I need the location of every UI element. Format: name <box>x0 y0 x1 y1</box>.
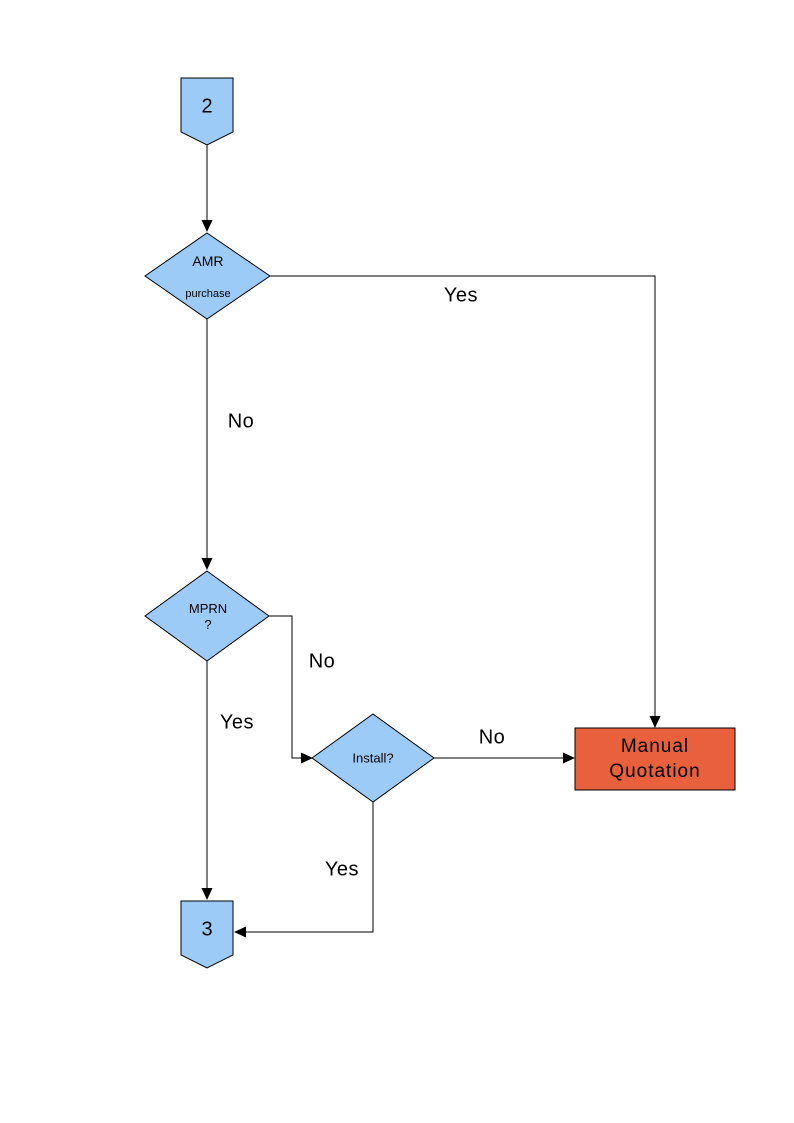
mprn-decision-shape <box>144 570 270 662</box>
arrowhead-into-amr <box>201 220 213 232</box>
edge-label-amr-no: No <box>227 410 255 433</box>
amr-decision-label-line2: purchase <box>185 287 231 300</box>
mprn-decision-label: MPRN ? <box>188 601 228 632</box>
connector-3-label: 3 <box>201 918 213 941</box>
flowchart-edges <box>206 145 656 933</box>
connector-2-label: 2 <box>201 95 213 118</box>
edge-label-amr-yes: Yes <box>443 284 479 307</box>
amr-decision-label: AMR purchase <box>185 235 230 319</box>
edge-label-mprn-yes: Yes <box>219 711 255 734</box>
manual-quotation-shape <box>574 727 736 791</box>
edge-amr-yes-to-manual <box>270 275 656 717</box>
arrowhead-into-manual-left <box>563 752 575 764</box>
arrowhead-into-manual-top <box>649 716 661 728</box>
connector-2-shape <box>180 77 234 146</box>
edge-label-install-no: No <box>478 726 506 749</box>
edge-label-install-yes: Yes <box>324 858 360 881</box>
edge-label-mprn-no: No <box>308 650 336 673</box>
install-decision-label: Install? <box>352 750 394 766</box>
amr-decision-shape <box>144 232 271 320</box>
edge-mprn-no-to-install <box>269 615 301 759</box>
edge-install-yes-to-connector3 <box>246 802 374 933</box>
arrowhead-into-connector3-right <box>234 926 246 938</box>
arrowhead-into-mprn <box>201 558 213 570</box>
amr-decision-label-line1: AMR <box>192 253 224 270</box>
connector-3-shape <box>180 900 234 969</box>
flowchart-arrowheads <box>201 220 661 938</box>
arrowhead-into-connector3-top <box>201 888 213 900</box>
arrowhead-into-install <box>301 752 313 764</box>
install-decision-shape <box>311 713 435 803</box>
manual-quotation-label: Manual Quotation <box>609 736 701 782</box>
